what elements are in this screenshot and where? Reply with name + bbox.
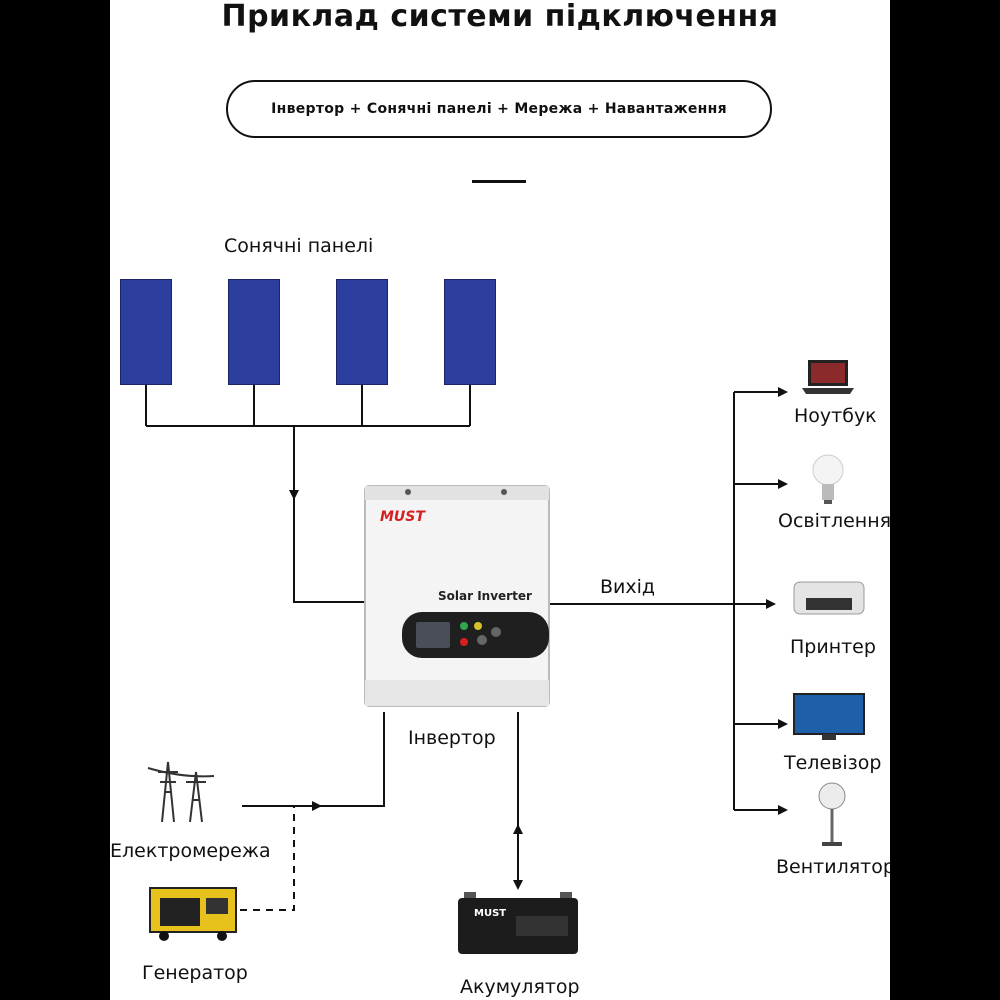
load-label-tv: Телевізор <box>784 752 882 774</box>
fan-icon <box>812 780 852 848</box>
inverter-label: Інвертор <box>408 727 496 749</box>
load-label-lighting: Освітлення <box>778 510 890 532</box>
subtitle-pill: Інвертор + Сонячні панелі + Мережа + Нав… <box>226 80 772 138</box>
battery-icon: MUST <box>456 886 580 956</box>
solar-panel <box>336 279 388 385</box>
wiring <box>145 385 788 911</box>
grid-label: Електромережа <box>110 840 271 862</box>
generator-icon <box>146 880 240 942</box>
solar-panels-label: Сонячні панелі <box>224 235 374 257</box>
load-label-fan: Вентилятор <box>776 856 890 878</box>
lightbulb-icon <box>810 450 846 506</box>
page-title: Приклад системи підключення <box>221 0 779 34</box>
inverter-model: Solar Inverter <box>438 589 532 603</box>
solar-panel <box>120 279 172 385</box>
solar-panel <box>228 279 280 385</box>
printer-icon <box>790 576 868 620</box>
divider <box>472 180 526 183</box>
output-label: Вихід <box>600 576 656 598</box>
inverter-device: MUST Solar Inverter <box>362 484 552 710</box>
load-label-printer: Принтер <box>790 636 876 658</box>
subtitle-text: Інвертор + Сонячні панелі + Мережа + Нав… <box>271 101 727 117</box>
laptop-icon <box>798 356 858 396</box>
inverter-brand: MUST <box>380 509 425 525</box>
generator-label: Генератор <box>142 962 248 984</box>
battery-brand: MUST <box>474 908 507 919</box>
tv-icon <box>792 692 866 742</box>
battery-label: Акумулятор <box>460 976 580 998</box>
power-tower-icon <box>144 752 216 824</box>
load-label-laptop: Ноутбук <box>794 405 877 427</box>
diagram-canvas: Інвертор + Сонячні панелі + Мережа + Нав… <box>110 0 890 1000</box>
solar-panel <box>444 279 496 385</box>
